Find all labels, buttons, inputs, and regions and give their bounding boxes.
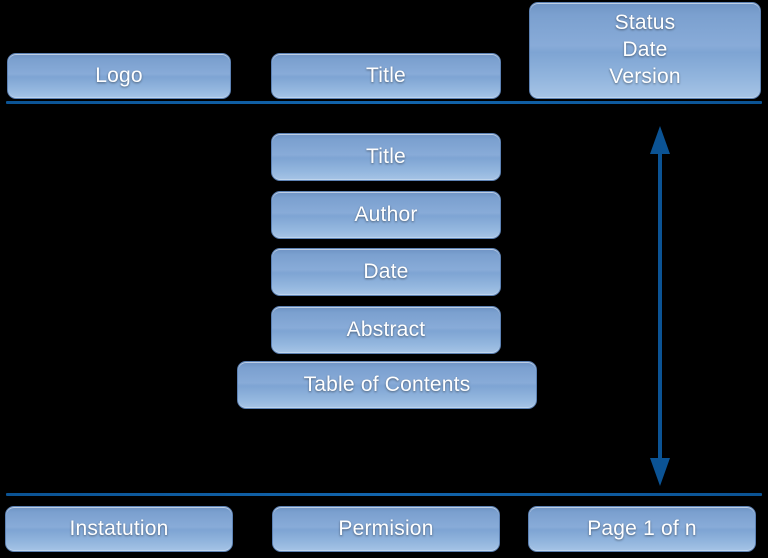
- header-title-box[interactable]: Title: [271, 53, 501, 99]
- header-status-box[interactable]: Status Date Version: [529, 2, 761, 99]
- header-logo-label: Logo: [95, 63, 143, 87]
- footer-page-label: Page 1 of n: [587, 516, 697, 540]
- footer-divider: [6, 493, 762, 496]
- body-block-table-of-contents-label: Table of Contents: [303, 372, 471, 396]
- footer-institution-box[interactable]: Instatution: [5, 506, 233, 552]
- body-block-author[interactable]: Author: [271, 191, 501, 239]
- footer-permission-label: Permision: [338, 516, 434, 540]
- header-logo-box[interactable]: Logo: [7, 53, 231, 99]
- header-version-label: Version: [609, 64, 681, 88]
- footer-page-box[interactable]: Page 1 of n: [528, 506, 756, 552]
- header-divider: [6, 101, 762, 104]
- body-block-abstract-label: Abstract: [346, 317, 426, 341]
- body-block-table-of-contents[interactable]: Table of Contents: [237, 361, 537, 409]
- vertical-double-arrow-icon: [640, 124, 680, 488]
- body-block-title-label: Title: [366, 144, 406, 168]
- header-status-label: Status: [614, 11, 676, 35]
- header-date-label: Date: [622, 38, 668, 62]
- footer-institution-label: Instatution: [69, 516, 169, 540]
- body-block-author-label: Author: [354, 202, 418, 226]
- footer-permission-box[interactable]: Permision: [272, 506, 500, 552]
- body-block-date-label: Date: [363, 259, 409, 283]
- header-title-label: Title: [366, 63, 406, 87]
- body-block-abstract[interactable]: Abstract: [271, 306, 501, 354]
- body-block-date[interactable]: Date: [271, 248, 501, 296]
- body-block-title[interactable]: Title: [271, 133, 501, 181]
